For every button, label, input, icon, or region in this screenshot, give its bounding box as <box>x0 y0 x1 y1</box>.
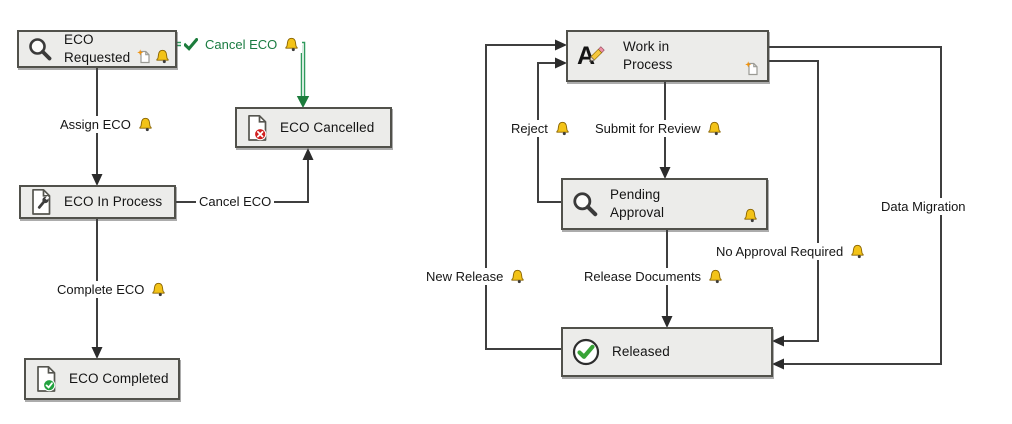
transition-text: Reject <box>511 121 548 136</box>
transition-label-cancel-eco: Cancel ECO <box>196 193 275 210</box>
state-label: ECO Completed <box>69 371 169 387</box>
state-label: Work in Process <box>623 39 673 72</box>
circle-check-icon <box>572 338 600 366</box>
state-work-in-process[interactable]: A Work in Process <box>566 30 769 82</box>
state-label: ECO Cancelled <box>280 119 375 135</box>
state-label: Released <box>612 344 670 360</box>
svg-text:A: A <box>577 42 595 70</box>
state-pending-approval[interactable]: Pending Approval <box>561 178 768 230</box>
document-cancel-icon <box>248 114 267 141</box>
transition-text: Release Documents <box>584 269 702 284</box>
transition-text: Assign ECO <box>60 117 131 132</box>
transition-label-complete-eco: Complete ECO <box>54 281 170 298</box>
bell-icon <box>709 269 722 284</box>
transition-label-release-documents: Release Documents <box>581 268 727 285</box>
state-badges <box>743 208 758 223</box>
state-label: ECO Requested <box>64 32 131 65</box>
transition-label-submit-for-review: Submit for Review <box>592 120 726 137</box>
state-badges <box>137 49 170 64</box>
state-eco-in-process[interactable]: ECO In Process <box>19 185 176 219</box>
transition-text: Complete ECO <box>57 282 145 297</box>
state-label: ECO In Process <box>64 194 163 210</box>
transition-text: Cancel ECO <box>205 37 278 52</box>
bell-icon <box>139 117 152 132</box>
document-check-icon <box>37 365 56 392</box>
transition-label-reject: Reject <box>508 120 573 137</box>
transition-text: No Approval Required <box>716 244 844 259</box>
transition-label-data-migration: Data Migration <box>878 198 969 215</box>
state-label: Pending Approval <box>610 187 665 220</box>
transition-label-cancel-eco-green: Cancel ECO <box>181 36 303 53</box>
bell-icon <box>556 121 569 136</box>
magnifier-icon <box>28 37 52 61</box>
transition-label-assign-eco: Assign ECO <box>57 116 156 133</box>
bell-icon <box>156 49 169 64</box>
transition-label-new-release: New Release <box>423 268 529 285</box>
state-eco-completed[interactable]: ECO Completed <box>24 358 180 400</box>
transition-text: Submit for Review <box>595 121 701 136</box>
new-document-icon <box>745 61 758 76</box>
state-released[interactable]: Released <box>561 327 773 377</box>
state-eco-cancelled[interactable]: ECO Cancelled <box>235 107 392 148</box>
new-document-icon <box>137 49 150 64</box>
bell-icon <box>285 37 298 52</box>
bell-icon <box>511 269 524 284</box>
state-badges <box>745 61 759 76</box>
bell-icon <box>708 121 722 136</box>
transition-text: New Release <box>426 269 504 284</box>
edit-a-pencil-icon: A <box>577 42 605 70</box>
transition-text: Cancel ECO <box>199 194 272 209</box>
transition-label-no-approval-required: No Approval Required <box>713 243 869 260</box>
document-wrench-icon <box>32 188 51 215</box>
state-eco-requested[interactable]: ECO Requested <box>17 30 177 68</box>
magnifier-icon <box>571 190 599 218</box>
check-icon <box>184 38 198 51</box>
bell-icon <box>851 244 864 259</box>
cancel-eco-green-path <box>177 41 310 108</box>
bell-icon <box>744 208 757 223</box>
transition-text: Data Migration <box>881 199 966 214</box>
bell-icon <box>152 282 166 297</box>
